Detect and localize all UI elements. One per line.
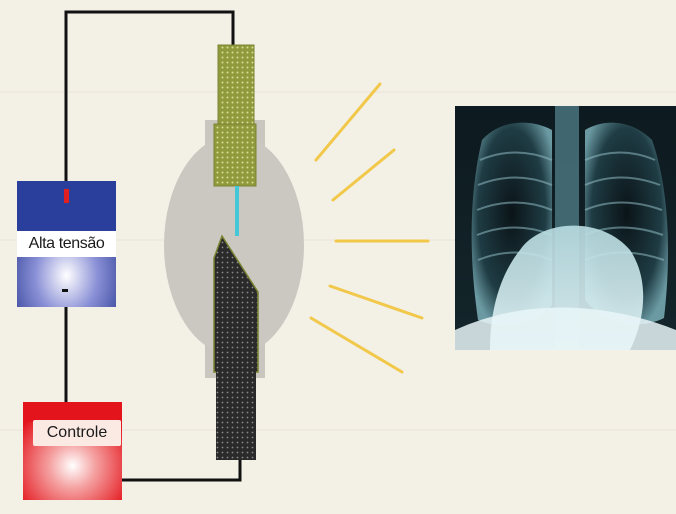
control-box <box>23 402 122 500</box>
ray-1 <box>316 84 380 160</box>
control-label: Controle <box>33 420 121 446</box>
anode-target <box>214 124 256 186</box>
wire-bottom <box>122 458 240 480</box>
ray-2 <box>333 150 394 200</box>
chest-radiograph-icon <box>455 106 676 350</box>
cathode-stem <box>216 370 256 460</box>
anode-stem <box>218 45 254 127</box>
plus-terminal-icon <box>64 189 69 203</box>
xray-tube-icon <box>164 45 304 460</box>
ray-5 <box>311 318 402 372</box>
high-voltage-label: Alta tensão <box>17 231 116 257</box>
minus-terminal-icon <box>62 289 68 292</box>
ray-4 <box>330 286 422 318</box>
xray-rays <box>311 84 428 372</box>
